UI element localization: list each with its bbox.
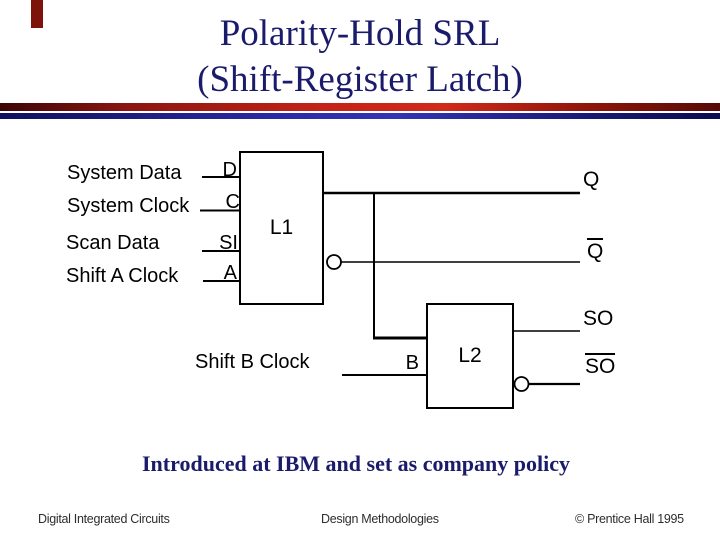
input-label-system-clock: System Clock [67,195,190,217]
pin-label-d: D [222,159,237,181]
note-text: Introduced at IBM and set as company pol… [141,451,571,476]
pin-label-a: A [223,262,237,284]
input-label-scan-data: Scan Data [66,232,160,254]
output-label-so: SO [583,307,614,330]
footer-chapter-title: Design Methodologies [321,512,439,526]
latch2-box [426,303,514,409]
divider-red-bar [0,103,720,111]
input-label-shift-a-clock: Shift A Clock [66,265,179,287]
pin-label-si: SI [219,232,238,254]
divider-blue-bar [0,113,720,119]
pin-label-b: B [405,352,419,374]
footer-copyright: © Prentice Hall 1995 [575,512,684,526]
slide-title: Polarity-Hold SRL (Shift-Register Latch) [0,11,720,103]
title-line-1: Polarity-Hold SRL [219,13,501,54]
latch1-inversion-bubble [326,254,342,270]
latch1-box [239,151,324,305]
output-label-so-bar: SO [585,353,616,378]
template-accent-bar [31,0,43,28]
so-bar-text: SO [585,353,616,378]
pin-label-c: C [225,191,240,213]
title-line-2: (Shift-Register Latch) [197,59,523,100]
output-label-q: Q [583,168,600,191]
input-label-shift-b-clock: Shift B Clock [195,351,310,373]
output-label-q-bar: Q [587,238,604,263]
latch2-name: L2 [458,344,482,367]
footer-book-title: Digital Integrated Circuits [38,512,170,526]
latch1-name: L1 [269,216,294,239]
latch2-inversion-bubble [513,376,530,392]
input-label-system-data: System Data [67,162,182,184]
q-bar-text: Q [587,238,604,263]
srl-circuit-diagram [200,151,580,409]
